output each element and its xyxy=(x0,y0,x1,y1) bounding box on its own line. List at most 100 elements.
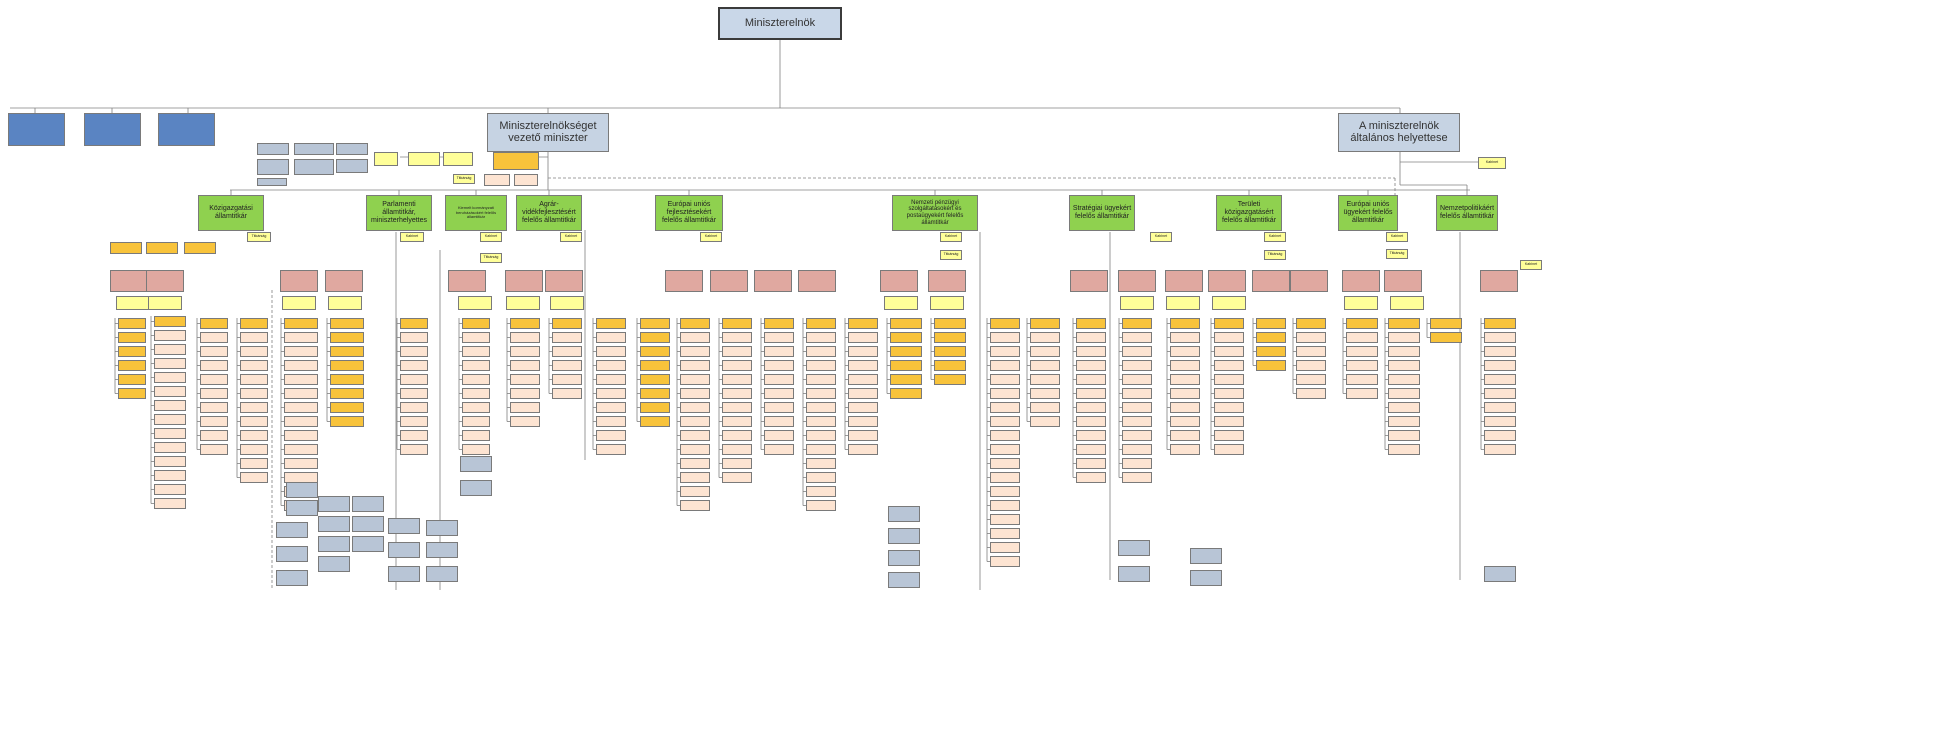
unit-box-peach[interactable] xyxy=(990,360,1020,371)
unit-box-peach[interactable] xyxy=(596,388,626,399)
department-head-box[interactable] xyxy=(928,270,966,292)
unit-box-peach[interactable] xyxy=(462,402,490,413)
unit-box-yellow[interactable] xyxy=(506,296,540,310)
unit-box-peach[interactable] xyxy=(990,500,1020,511)
cabinet-box[interactable]: Kabinet xyxy=(1264,232,1286,242)
unit-box-orange[interactable] xyxy=(330,332,364,343)
unit-box-orange[interactable] xyxy=(184,242,216,254)
unit-box-peach[interactable] xyxy=(200,388,228,399)
unit-box-graybue[interactable] xyxy=(426,520,458,536)
department-head-box[interactable] xyxy=(1208,270,1246,292)
unit-box-peach[interactable] xyxy=(848,346,878,357)
unit-box-peach[interactable] xyxy=(200,444,228,455)
unit-box-peach[interactable] xyxy=(680,402,710,413)
unit-box-peach[interactable] xyxy=(284,444,318,455)
unit-box-peach[interactable] xyxy=(680,346,710,357)
unit-box-peach[interactable] xyxy=(240,444,268,455)
unit-box-graybue[interactable] xyxy=(388,566,420,582)
secretary-box-0[interactable]: Közigazgatási államtitkár xyxy=(198,195,264,231)
unit-box-orange[interactable] xyxy=(640,402,670,413)
unit-box-peach[interactable] xyxy=(848,374,878,385)
department-head-box[interactable] xyxy=(710,270,748,292)
unit-box-yellow[interactable] xyxy=(328,296,362,310)
unit-box-peach[interactable] xyxy=(284,416,318,427)
unit-box-graybue[interactable] xyxy=(426,566,458,582)
unit-box-peach[interactable] xyxy=(462,360,490,371)
office-box-blue[interactable] xyxy=(84,113,141,146)
secretariat-box[interactable]: Titkárság xyxy=(1386,249,1408,259)
unit-box-peach[interactable] xyxy=(990,486,1020,497)
unit-box-peach[interactable] xyxy=(400,318,428,329)
unit-box-peach[interactable] xyxy=(1388,444,1420,455)
unit-box-peach[interactable] xyxy=(510,374,540,385)
unit-box-peach[interactable] xyxy=(240,472,268,483)
unit-box-peach[interactable] xyxy=(722,332,752,343)
unit-box-graybue[interactable] xyxy=(888,550,920,566)
unit-box-graybue[interactable] xyxy=(1484,566,1516,582)
unit-box-peach[interactable] xyxy=(722,402,752,413)
unit-box-peach[interactable] xyxy=(284,402,318,413)
unit-box-graybue[interactable] xyxy=(426,542,458,558)
unit-box-peach[interactable] xyxy=(284,360,318,371)
unit-box-peach[interactable] xyxy=(1170,402,1200,413)
department-head-box[interactable] xyxy=(448,270,486,292)
unit-box-peach[interactable] xyxy=(1484,360,1516,371)
unit-box-peach[interactable] xyxy=(462,388,490,399)
unit-box-orange[interactable] xyxy=(330,318,364,329)
unit-box-peach[interactable] xyxy=(1214,416,1244,427)
unit-box-peach[interactable] xyxy=(680,374,710,385)
unit-box-peach[interactable] xyxy=(990,416,1020,427)
unit-box-yellow[interactable] xyxy=(1166,296,1200,310)
unit-box-peach[interactable] xyxy=(1030,374,1060,385)
unit-box-peach[interactable] xyxy=(510,332,540,343)
unit-box-graybue[interactable] xyxy=(1118,540,1150,556)
unit-box-orange[interactable] xyxy=(934,374,966,385)
unit-box-orange[interactable] xyxy=(330,374,364,385)
unit-box-peach[interactable] xyxy=(154,400,186,411)
unit-box-peach[interactable] xyxy=(552,374,582,385)
unit-box-peach[interactable] xyxy=(990,556,1020,567)
head-box-chief-of-staff[interactable]: Miniszterelnökséget vezető miniszter xyxy=(487,113,609,152)
unit-box-orange[interactable] xyxy=(890,332,922,343)
unit-box-orange[interactable] xyxy=(1256,346,1286,357)
unit-box-yellow[interactable] xyxy=(1390,296,1424,310)
unit-box-peach[interactable] xyxy=(400,346,428,357)
unit-box-peach[interactable] xyxy=(806,346,836,357)
unit-box-peach[interactable] xyxy=(596,430,626,441)
department-head-box[interactable] xyxy=(505,270,543,292)
unit-box-peach[interactable] xyxy=(680,500,710,511)
unit-box-peach[interactable] xyxy=(722,346,752,357)
unit-box-peach[interactable] xyxy=(806,500,836,511)
unit-box-peach[interactable] xyxy=(764,402,794,413)
unit-box-graybue[interactable] xyxy=(352,496,384,512)
unit-box-peach[interactable] xyxy=(1170,416,1200,427)
unit-box-peach[interactable] xyxy=(1346,332,1378,343)
department-head-box[interactable] xyxy=(280,270,318,292)
secretary-box-9[interactable]: Nemzetpolitikáért felelős államtitkár xyxy=(1436,195,1498,231)
unit-box-peach[interactable] xyxy=(722,318,752,329)
unit-box-orange[interactable] xyxy=(934,346,966,357)
unit-box-peach[interactable] xyxy=(806,458,836,469)
cabinet-box[interactable]: Kabinet xyxy=(940,232,962,242)
unit-box-peach[interactable] xyxy=(1214,346,1244,357)
unit-box-graybue[interactable] xyxy=(460,456,492,472)
unit-box-graybue[interactable] xyxy=(286,482,318,498)
secretary-box-1[interactable]: Parlamenti államtitkár, miniszterhelyett… xyxy=(366,195,432,231)
cabinet-box[interactable]: Kabinet xyxy=(1478,157,1506,169)
root-box[interactable]: Miniszterelnök xyxy=(718,7,842,40)
unit-box-yellow[interactable] xyxy=(930,296,964,310)
unit-box-graybue[interactable] xyxy=(1118,566,1150,582)
department-head-box[interactable] xyxy=(1480,270,1518,292)
unit-box-peach[interactable] xyxy=(510,346,540,357)
unit-box-orange[interactable] xyxy=(110,242,142,254)
unit-box-peach[interactable] xyxy=(462,318,490,329)
unit-box-peach[interactable] xyxy=(154,386,186,397)
unit-box-peach[interactable] xyxy=(806,360,836,371)
unit-box-peach[interactable] xyxy=(1170,388,1200,399)
unit-box-peach[interactable] xyxy=(1030,332,1060,343)
unit-box-peach[interactable] xyxy=(596,402,626,413)
unit-box-peach[interactable] xyxy=(680,332,710,343)
secretary-box-5[interactable]: Nemzeti pénzügyi szolgáltatásokért és po… xyxy=(892,195,978,231)
unit-box-peach[interactable] xyxy=(990,430,1020,441)
department-head-box[interactable] xyxy=(665,270,703,292)
